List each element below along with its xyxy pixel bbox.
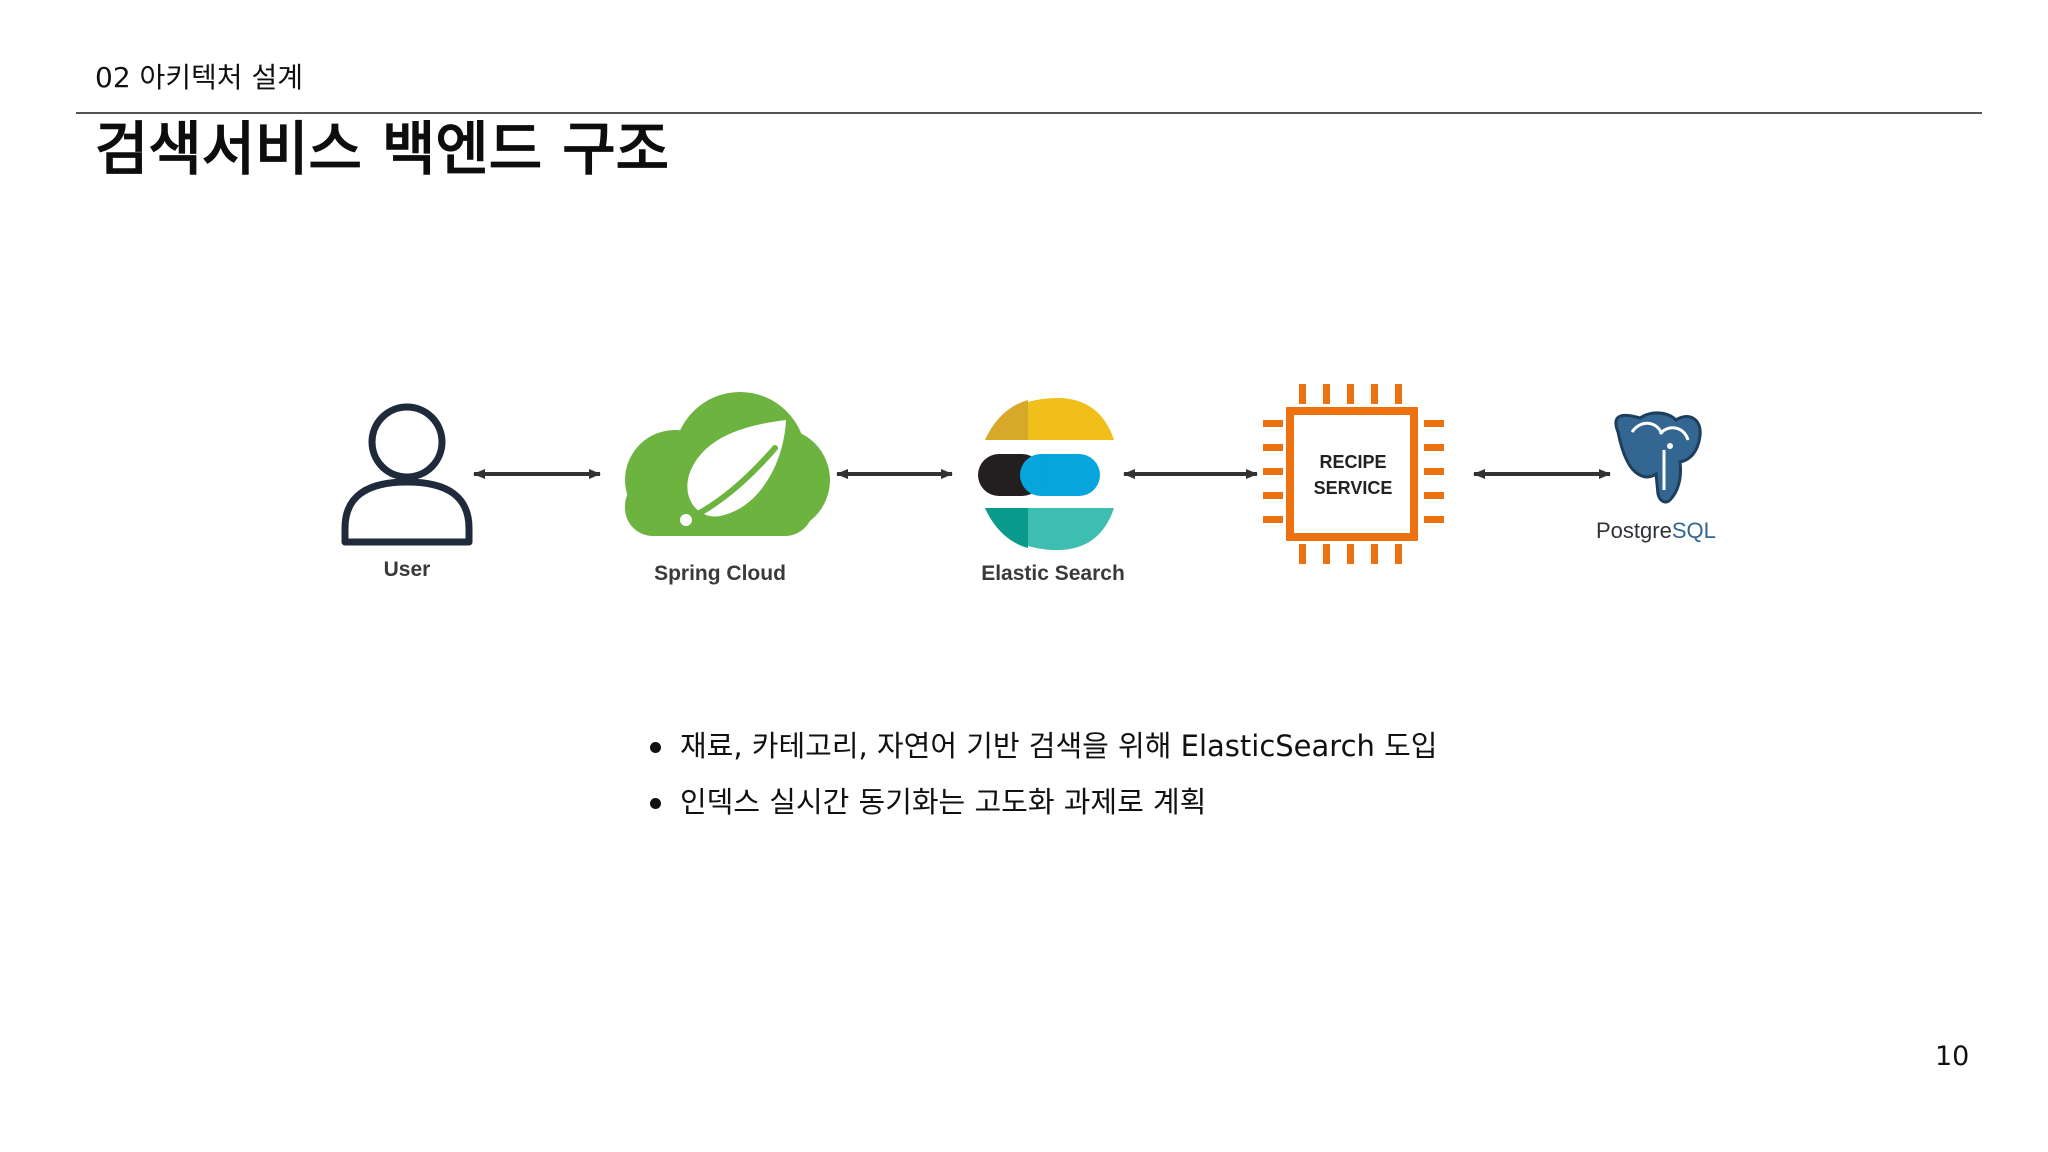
- chip-pins-left: [1263, 420, 1283, 523]
- chip-label-line2: SERVICE: [1314, 478, 1393, 498]
- user-node: User: [341, 403, 473, 581]
- postgresql-node: PostgreSQL: [1596, 411, 1716, 543]
- node-label-spring: Spring Cloud: [654, 562, 786, 585]
- chip-pins-right: [1424, 420, 1444, 523]
- elasticsearch-node: Elastic Search: [978, 398, 1125, 585]
- page-number: 10: [1935, 1041, 1970, 1072]
- bullet-item: 재료, 카테고리, 자연어 기반 검색을 위해 ElasticSearch 도입: [650, 718, 1437, 774]
- bullet-text: 재료, 카테고리, 자연어 기반 검색을 위해 ElasticSearch 도입: [680, 729, 1438, 763]
- node-label-elastic: Elastic Search: [981, 562, 1125, 585]
- bullet-dot: [650, 798, 661, 809]
- chip-pins-top: [1299, 384, 1402, 404]
- page-title: 검색서비스 백엔드 구조: [95, 115, 669, 183]
- chip-pins-bottom: [1299, 544, 1402, 564]
- section-label: 02 아키텍처 설계: [95, 61, 303, 94]
- bullet-list: 재료, 카테고리, 자연어 기반 검색을 위해 ElasticSearch 도입…: [650, 718, 1437, 830]
- spring-cloud-logo: [625, 392, 830, 536]
- bullet-item: 인덱스 실시간 동기화는 고도화 과제로 계획: [650, 774, 1437, 830]
- chip-label-line1: RECIPE: [1319, 452, 1386, 472]
- spring-cloud-node: Spring Cloud: [625, 392, 830, 585]
- elasticsearch-logo: [978, 398, 1114, 550]
- postgresql-wordmark: PostgreSQL: [1596, 518, 1716, 543]
- bullet-dot: [650, 742, 661, 753]
- chip-icon: [1263, 384, 1444, 564]
- user-icon: [341, 403, 473, 546]
- postgresql-logo: PostgreSQL: [1596, 411, 1716, 543]
- recipe-service-node: RECIPE SERVICE: [1263, 384, 1444, 564]
- header-divider: [76, 112, 1982, 114]
- bullet-text: 인덱스 실시간 동기화는 고도화 과제로 계획: [680, 785, 1207, 819]
- node-label-user: User: [384, 558, 431, 581]
